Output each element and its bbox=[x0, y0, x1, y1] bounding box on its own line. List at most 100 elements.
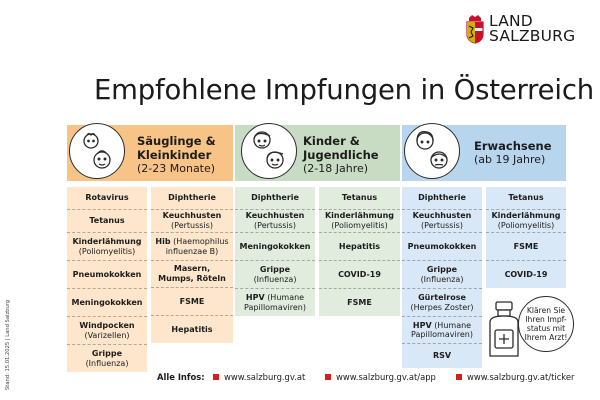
vaccine-note: (Haemophilus influenzae B) bbox=[165, 237, 229, 256]
logo-line1: LAND bbox=[489, 12, 533, 30]
vaccine-note: (Influenza) bbox=[85, 358, 129, 368]
vaccine-note: (Poliomyelitis) bbox=[331, 221, 388, 230]
vaccine-note: (Varizellen) bbox=[84, 330, 130, 340]
group-title-2: Jugendliche bbox=[303, 148, 379, 162]
page-title: Empfohlene Impfungen in Österreich bbox=[94, 74, 594, 106]
reminder-text: Klären Sie Ihren Impf-status mit Ihrem A… bbox=[524, 306, 568, 342]
vaccine-column-2: Diphtherie Keuchhusten(Pertussis) Hib (H… bbox=[151, 187, 233, 343]
group-title-2: Kleinkinder bbox=[137, 148, 212, 162]
vaccine-name: Kinderlähmung bbox=[72, 236, 142, 246]
footer-link-3[interactable]: www.salzburg.gv.at/ticker bbox=[456, 372, 574, 382]
group-sub: (ab 19 Jahre) bbox=[474, 153, 546, 166]
vaccine-cell: Diphtherie bbox=[235, 187, 315, 210]
vaccine-name: Pneumokokken bbox=[72, 269, 142, 279]
footer-link-text: www.salzburg.gv.at/app bbox=[336, 372, 436, 382]
vaccine-name: Grippe bbox=[259, 264, 291, 274]
vaccine-name: Keuchhusten bbox=[412, 211, 472, 220]
vaccine-note: (Herpes Zoster) bbox=[410, 302, 474, 312]
vaccine-cell: Tetanus bbox=[67, 210, 147, 233]
vaccine-note: (Influenza) bbox=[253, 274, 297, 284]
vaccine-note: (Poliomyelitis) bbox=[497, 221, 555, 230]
vaccine-cell: Hib (Haemophilus influenzae B) bbox=[151, 233, 233, 261]
vaccine-cell: HPV (Humane Papillomaviren) bbox=[235, 289, 315, 316]
vaccine-cell: Kinderlähmung(Poliomyelitis) bbox=[486, 210, 566, 233]
header-erwachsene: Erwachsene (ab 19 Jahre) bbox=[402, 123, 566, 181]
bullet-square-icon bbox=[456, 374, 462, 380]
vaccine-name: Rotavirus bbox=[85, 193, 129, 202]
vaccine-name: Diphtherie bbox=[251, 193, 299, 202]
vaccine-name: COVID-19 bbox=[504, 269, 548, 279]
logo-line2: SALZBURG bbox=[489, 27, 576, 45]
vaccine-cell: FSME bbox=[151, 288, 233, 316]
vaccine-name: HPV bbox=[245, 293, 265, 302]
vaccine-cell: COVID-19 bbox=[319, 261, 400, 289]
header-saeuglinge: Säuglinge & Kleinkinder (2-23 Monate) bbox=[67, 123, 233, 181]
vaccine-note: (Poliomyelitis) bbox=[78, 246, 136, 256]
header-kinder: Kinder & Jugendliche (2-18 Jahre) bbox=[235, 123, 400, 181]
vaccine-cell: Kinderlähmung(Poliomyelitis) bbox=[319, 210, 400, 233]
vaccine-name: Hepatitis bbox=[338, 241, 381, 251]
adult-icon-circle bbox=[404, 123, 460, 179]
vaccine-name: FSME bbox=[179, 296, 205, 306]
vaccine-name: Tetanus bbox=[508, 193, 544, 202]
vaccine-name: Kinderlähmung bbox=[491, 211, 561, 220]
vaccine-cell: FSME bbox=[319, 289, 400, 316]
child-icon-circle bbox=[241, 123, 297, 179]
baby-icon-circle bbox=[69, 123, 125, 179]
vaccine-name: Hib bbox=[155, 237, 171, 246]
vaccine-cell: Hepatitis bbox=[151, 316, 233, 343]
child-face-icon bbox=[253, 131, 284, 169]
vaccine-note: (Pertussis) bbox=[171, 221, 213, 230]
land-salzburg-logo: LAND SALZBURG bbox=[466, 12, 576, 45]
footer-link-2[interactable]: www.salzburg.gv.at/app bbox=[325, 372, 436, 382]
group-title-1: Erwachsene bbox=[474, 139, 552, 153]
vaccine-name: Diphtherie bbox=[418, 193, 466, 202]
adult-face-icon bbox=[416, 131, 448, 169]
vaccine-cell: Masern, Mumps, Röteln bbox=[151, 261, 233, 288]
vaccine-name: Windpocken bbox=[79, 320, 135, 330]
vaccine-column-6: Tetanus Kinderlähmung(Poliomyelitis) FSM… bbox=[486, 187, 566, 288]
vaccine-name: Grippe bbox=[426, 264, 458, 274]
group-title-1: Kinder & bbox=[303, 134, 360, 148]
vaccine-name: FSME bbox=[513, 241, 539, 251]
baby-face-icon bbox=[83, 132, 111, 169]
vaccine-name: Meningokokken bbox=[239, 241, 311, 251]
vaccine-name: Kinderlähmung bbox=[324, 211, 395, 220]
footer-link-1[interactable]: www.salzburg.gv.at bbox=[213, 372, 305, 382]
vaccine-name: Diphtherie bbox=[168, 193, 216, 202]
coat-of-arms-icon bbox=[466, 15, 484, 44]
vaccine-note: (Pertussis) bbox=[254, 221, 296, 230]
vaccine-cell: Grippe(Influenza) bbox=[235, 261, 315, 289]
vaccine-cell: Windpocken(Varizellen) bbox=[67, 317, 147, 345]
vaccine-note: (Humane Papillomaviren) bbox=[411, 320, 473, 340]
vaccine-cell: Pneumokokken bbox=[67, 261, 147, 289]
footer-label: Alle Infos: bbox=[157, 372, 205, 382]
vaccine-cell: Tetanus bbox=[486, 187, 566, 210]
vaccine-name: Grippe bbox=[91, 348, 123, 358]
vaccine-cell: Keuchhusten(Pertussis) bbox=[402, 210, 482, 233]
vaccine-name: COVID-19 bbox=[338, 269, 381, 279]
vaccine-cell: Keuchhusten(Pertussis) bbox=[151, 210, 233, 233]
vaccine-cell: FSME bbox=[486, 233, 566, 261]
vaccine-column-3: Diphtherie Keuchhusten(Pertussis) Mening… bbox=[235, 187, 315, 316]
vaccine-name: Gürtelrose bbox=[418, 292, 466, 302]
vaccine-note: (Pertussis) bbox=[421, 221, 463, 230]
vaccine-column-1: Rotavirus Tetanus Kinderlähmung(Poliomye… bbox=[67, 187, 147, 372]
group-sub: (2-18 Jahre) bbox=[303, 162, 369, 175]
vaccine-note: (Humane Papillomaviren) bbox=[244, 293, 306, 312]
vaccine-note: (Influenza) bbox=[420, 274, 464, 284]
vaccine-cell: RSV bbox=[402, 344, 482, 368]
bullet-square-icon bbox=[325, 374, 331, 380]
vaccine-cell: Keuchhusten(Pertussis) bbox=[235, 210, 315, 233]
group-sub: (2-23 Monate) bbox=[137, 162, 216, 175]
vaccine-cell: Hepatitis bbox=[319, 233, 400, 261]
vaccine-name: RSV bbox=[432, 351, 452, 360]
bullet-square-icon bbox=[213, 374, 219, 380]
footer-link-text: www.salzburg.gv.at/ticker bbox=[467, 372, 575, 382]
vaccine-cell: HPV (Humane Papillomaviren) bbox=[402, 317, 482, 344]
vaccine-cell: COVID-19 bbox=[486, 261, 566, 288]
vaccine-cell: Pneumokokken bbox=[402, 233, 482, 261]
vaccine-name: Meningokokken bbox=[71, 297, 143, 307]
vaccine-cell: Gürtelrose(Herpes Zoster) bbox=[402, 289, 482, 317]
vaccine-name: Masern, Mumps, Röteln bbox=[158, 264, 226, 283]
